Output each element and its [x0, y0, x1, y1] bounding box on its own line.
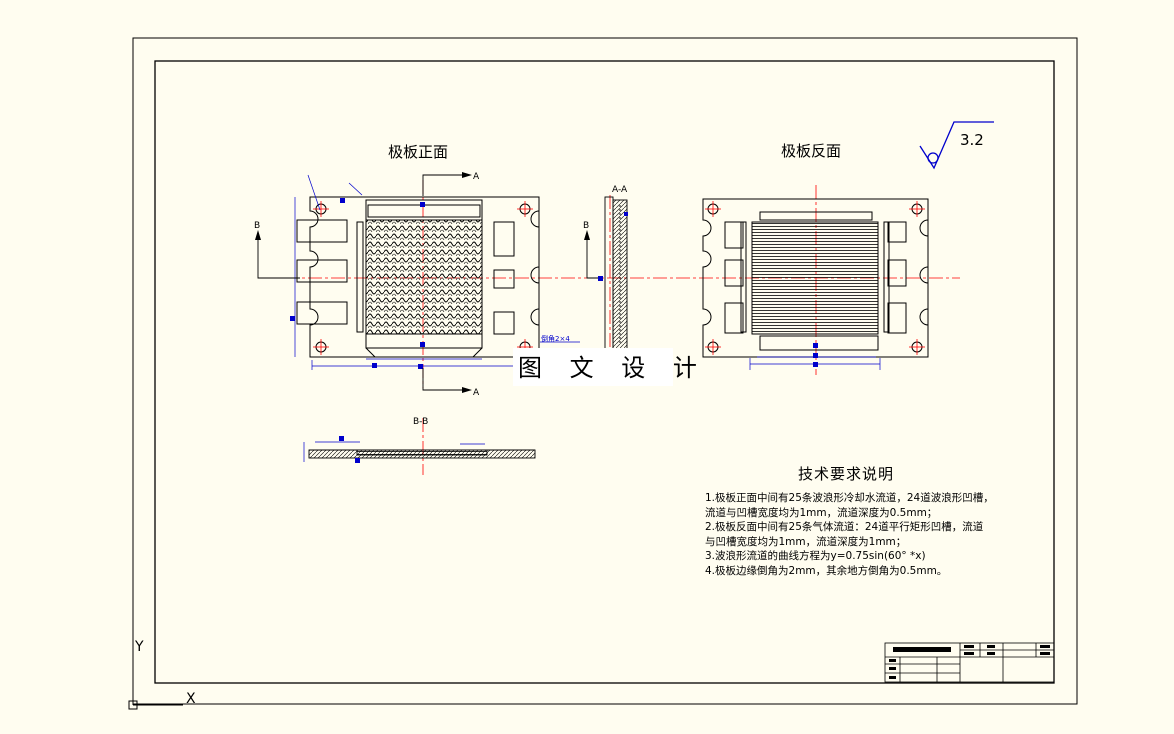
note-line: 2.极板反面中间有25条气体流道：24道平行矩形凹槽，流道	[705, 520, 984, 533]
title-block-fills	[889, 645, 1050, 679]
title-block	[884, 642, 1055, 683]
front-dimensions	[294, 174, 580, 370]
arrow-b-left	[255, 230, 261, 240]
notes-title: 技术要求说明	[798, 465, 894, 483]
watermark-box	[513, 348, 673, 386]
roughness-value: 3.2	[960, 131, 984, 149]
section-aa-view	[604, 196, 628, 358]
roughness-icon	[919, 121, 994, 170]
section-aa-label: A-A	[612, 185, 628, 195]
mark-a-top: A	[473, 172, 480, 182]
watermark-text: 图 文 设 计	[518, 354, 707, 382]
arrow-a-top	[462, 172, 472, 178]
note-line: 1.极板正面中间有25条波浪形冷却水流道，24道波浪形凹槽，	[705, 491, 994, 504]
chamfer-note: 倒角2×4	[541, 334, 570, 343]
back-hole-marks	[705, 201, 925, 355]
notes-list: 1.极板正面中间有25条波浪形冷却水流道，24道波浪形凹槽， 流道与凹槽宽度均为…	[705, 491, 994, 577]
section-bb-dims	[303, 441, 485, 462]
note-line: 3.波浪形流道的曲线方程为y=0.75sin(60° *x)	[705, 549, 926, 562]
back-view	[702, 198, 929, 358]
outer-border	[132, 37, 1078, 705]
front-dimension-marks	[290, 198, 425, 369]
ucs-axis-icon	[128, 655, 183, 710]
section-bb-label: B-B	[413, 417, 428, 427]
section-a-marks	[422, 174, 462, 391]
arrow-b-right	[584, 230, 590, 240]
front-view-title: 极板正面	[388, 143, 448, 161]
arrow-a-bottom	[462, 387, 472, 393]
section-bb-view	[308, 449, 536, 459]
axis-x-label: X	[186, 691, 196, 707]
section-bb-marks	[339, 436, 360, 463]
back-view-title: 极板反面	[781, 142, 841, 160]
mark-a-bottom: A	[473, 388, 480, 398]
section-aa-dims	[598, 212, 628, 281]
front-view	[296, 196, 540, 358]
note-line: 4.极板边缘倒角为2mm，其余地方倒角为0.5mm。	[705, 564, 947, 577]
mark-b-left: B	[254, 221, 260, 231]
inner-border	[154, 60, 1055, 684]
mark-b-right: B	[583, 221, 589, 231]
note-line: 与凹槽宽度均为1mm，流道深度为1mm；	[705, 535, 906, 548]
axis-y-label: Y	[134, 639, 144, 655]
section-b-marks	[257, 238, 600, 279]
back-dimension-marks	[813, 343, 818, 367]
note-line: 流道与凹槽宽度均为1mm，流道深度为0.5mm；	[705, 506, 937, 519]
